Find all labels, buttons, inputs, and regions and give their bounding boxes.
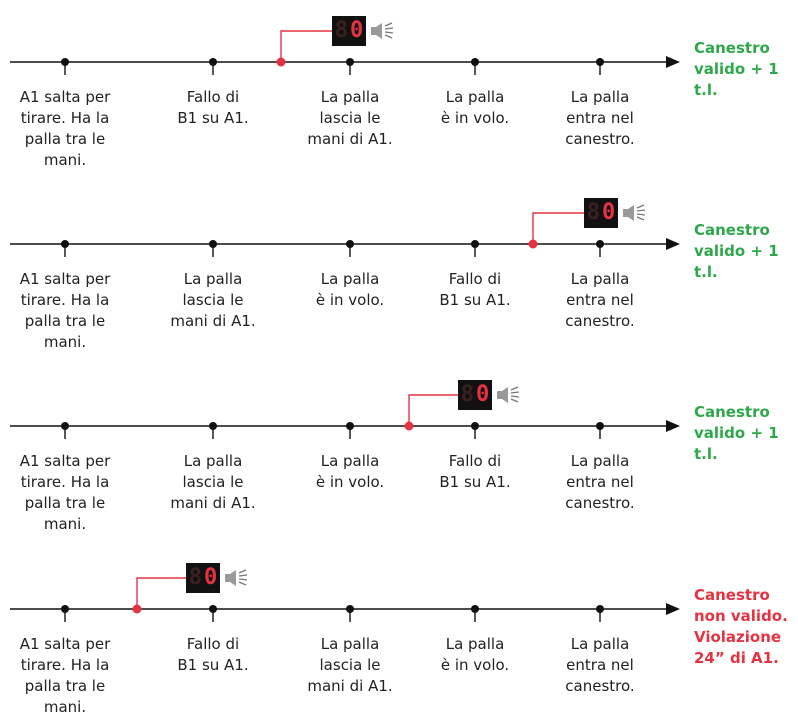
- event-dot: [596, 240, 604, 248]
- event-label: A1 salta per tirare. Ha la palla tra le …: [19, 88, 111, 169]
- horn-icon: [497, 386, 520, 403]
- horn-icon: [371, 22, 394, 39]
- shot-clock-digit-units: 0: [476, 382, 490, 407]
- event-dot: [61, 58, 69, 66]
- event-dot: [346, 240, 354, 248]
- shot-clock-digit-units: 0: [602, 200, 616, 225]
- event-label: Fallo di B1 su A1.: [177, 635, 249, 674]
- horn-icon: [225, 569, 248, 586]
- event-label: Fallo di B1 su A1.: [439, 452, 511, 491]
- shot-clock-connector: [136, 577, 186, 609]
- event-label: La palla è in volo.: [315, 270, 385, 309]
- outcome-label: Canestro non valido. Violazione 24” di A…: [694, 586, 788, 667]
- shot-clock-expiry-marker: [528, 239, 538, 249]
- shot-clock-digit-tens: 8: [460, 382, 474, 407]
- event-label: A1 salta per tirare. Ha la palla tra le …: [19, 635, 111, 716]
- event-dot: [471, 58, 479, 66]
- event-dot: [471, 605, 479, 613]
- shot-clock-digit-tens: 8: [334, 18, 348, 43]
- event-label: La palla è in volo.: [440, 88, 510, 127]
- event-dot: [209, 605, 217, 613]
- timeline-arrowhead: [666, 603, 680, 615]
- shot-clock-expiry-marker: [276, 57, 286, 67]
- event-label: Fallo di B1 su A1.: [177, 88, 249, 127]
- horn-icon: [623, 204, 646, 221]
- shot-clock-expiry-marker: [132, 604, 142, 614]
- event-dot: [471, 422, 479, 430]
- event-dot: [346, 422, 354, 430]
- outcome-label: Canestro valido + 1 t.l.: [694, 39, 779, 99]
- event-label: A1 salta per tirare. Ha la palla tra le …: [19, 270, 111, 351]
- event-label: La palla lascia le mani di A1.: [170, 452, 256, 512]
- event-dot: [209, 58, 217, 66]
- event-label: La palla entra nel canestro.: [565, 270, 635, 330]
- timeline-arrowhead: [666, 56, 680, 68]
- event-dot: [596, 422, 604, 430]
- timeline-arrowhead: [666, 420, 680, 432]
- shot-clock-digit-units: 0: [350, 18, 364, 43]
- shot-clock-expiry-marker: [404, 421, 414, 431]
- event-label: Fallo di B1 su A1.: [439, 270, 511, 309]
- outcome-label: Canestro valido + 1 t.l.: [694, 403, 779, 463]
- event-label: La palla lascia le mani di A1.: [170, 270, 256, 330]
- event-label: La palla lascia le mani di A1.: [307, 635, 393, 695]
- event-dot: [346, 58, 354, 66]
- event-label: La palla è in volo.: [315, 452, 385, 491]
- event-dot: [471, 240, 479, 248]
- event-label: La palla entra nel canestro.: [565, 635, 635, 695]
- event-label: A1 salta per tirare. Ha la palla tra le …: [19, 452, 111, 533]
- event-dot: [596, 605, 604, 613]
- shot-clock-digit-tens: 8: [586, 200, 600, 225]
- shot-clock-connector: [532, 212, 584, 244]
- timeline-arrowhead: [666, 238, 680, 250]
- outcome-label: Canestro valido + 1 t.l.: [694, 221, 779, 281]
- shot-clock-connector: [280, 30, 332, 62]
- event-dot: [61, 422, 69, 430]
- event-dot: [209, 240, 217, 248]
- event-label: La palla entra nel canestro.: [565, 88, 635, 148]
- event-label: La palla entra nel canestro.: [565, 452, 635, 512]
- event-dot: [61, 240, 69, 248]
- shot-clock-digit-tens: 8: [188, 565, 202, 590]
- event-dot: [61, 605, 69, 613]
- event-label: La palla lascia le mani di A1.: [307, 88, 393, 148]
- event-label: La palla è in volo.: [440, 635, 510, 674]
- event-dot: [596, 58, 604, 66]
- event-dot: [209, 422, 217, 430]
- event-dot: [346, 605, 354, 613]
- shot-clock-digit-units: 0: [204, 565, 218, 590]
- shot-clock-connector: [408, 394, 458, 426]
